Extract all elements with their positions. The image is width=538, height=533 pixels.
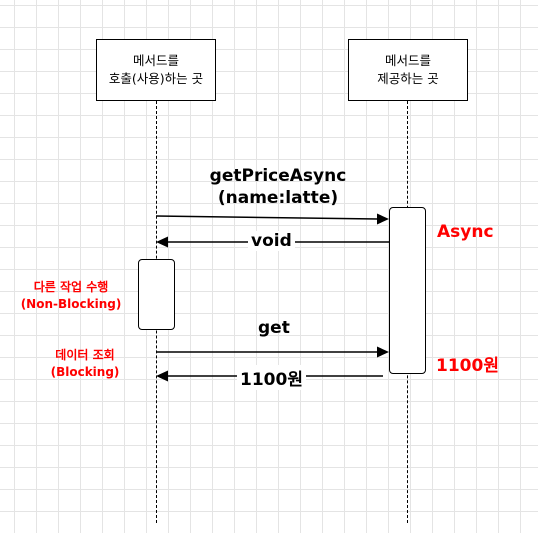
price-result-annotation: 1100원	[436, 356, 499, 376]
blocking-note-line2: (Blocking)	[50, 365, 120, 379]
get-call-arrow	[156, 346, 389, 358]
provider-participant-box: 메서드를 제공하는 곳	[348, 39, 468, 101]
get-price-async-label: getPriceAsync (name:latte)	[193, 165, 363, 209]
get-price-async-arrow	[155, 213, 389, 225]
caller-label-line1: 메서드를	[132, 53, 179, 68]
get-price-async-args: (name:latte)	[217, 188, 339, 208]
caller-activation-bar	[138, 259, 175, 330]
async-annotation: Async	[437, 222, 494, 242]
void-return-label: void	[248, 231, 295, 251]
provider-activation-bar	[389, 207, 426, 374]
non-blocking-note: 다른 작업 수행 (Non-Blocking)	[15, 279, 127, 313]
get-call-label: get	[258, 318, 290, 338]
blocking-note: 데이터 조회 (Blocking)	[40, 347, 130, 381]
caller-label-line2: 호출(사용)하는 곳	[108, 71, 204, 86]
non-blocking-note-line2: (Non-Blocking)	[20, 297, 122, 311]
caller-participant-box: 메서드를 호출(사용)하는 곳	[96, 39, 216, 101]
blocking-note-line1: 데이터 조회	[55, 348, 115, 362]
provider-label-line1: 메서드를	[384, 53, 431, 68]
provider-label-line2: 제공하는 곳	[377, 71, 439, 86]
price-return-label: 1100원	[237, 365, 306, 390]
non-blocking-note-line1: 다른 작업 수행	[33, 280, 109, 294]
get-price-async-name: getPriceAsync	[209, 166, 347, 186]
